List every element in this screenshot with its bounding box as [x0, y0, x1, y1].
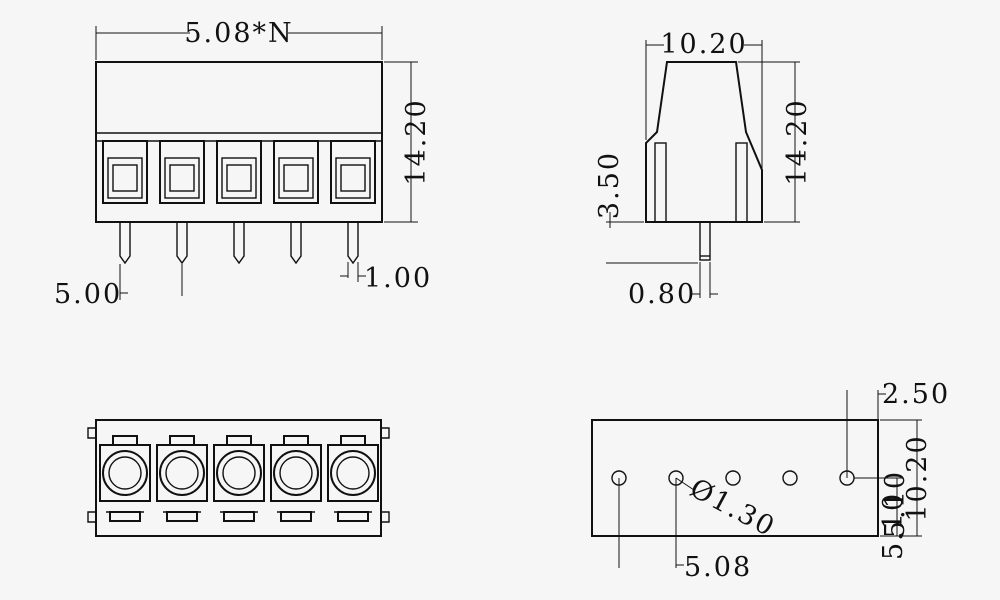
front-slot — [216, 140, 262, 204]
hole-diameter-label: Ø1.30 — [685, 473, 781, 544]
hole-spacing-label: 2.50 — [882, 379, 950, 410]
side-height-label: 14.20 — [782, 98, 813, 185]
hole-row-depth-label: 10.20 — [902, 434, 933, 521]
front-height-label: 14.20 — [401, 98, 432, 185]
hole-offset-a-label: 5.10 — [880, 470, 911, 538]
side-view: 10.20 14.20 3.50 0.80 — [594, 29, 813, 310]
top-clamps — [99, 435, 379, 522]
front-slot — [102, 140, 148, 204]
top-clamp — [99, 435, 151, 522]
front-slots — [102, 140, 376, 204]
pin-spacing-label: 5.00 — [54, 279, 122, 310]
side-pin-height-label: 3.50 — [594, 151, 625, 219]
footprint-holes — [611, 470, 855, 486]
footprint-view: 5.08 Ø1.30 2.50 10.20 5.10 5.10 — [591, 379, 950, 583]
hole-offset-b-label: 5.10 — [878, 492, 909, 560]
front-slot — [159, 140, 205, 204]
footprint-hole — [782, 470, 798, 486]
top-clamp — [270, 435, 322, 522]
front-pins — [119, 222, 359, 265]
hole-pitch-label: 5.08 — [684, 552, 752, 583]
pin-width-label: 1.00 — [364, 263, 432, 294]
side-pin-width-label: 0.80 — [628, 279, 696, 310]
top-clamp — [327, 435, 379, 522]
width-formula-label: 5.08*N — [184, 18, 293, 49]
front-slot — [330, 140, 376, 204]
footprint-hole — [725, 470, 741, 486]
top-view — [87, 419, 390, 537]
front-view: 5.08*N 14.20 5.00 1.00 — [54, 18, 432, 310]
top-clamp — [213, 435, 265, 522]
side-width-label: 10.20 — [660, 29, 747, 60]
top-clamp — [156, 435, 208, 522]
front-slot — [273, 140, 319, 204]
